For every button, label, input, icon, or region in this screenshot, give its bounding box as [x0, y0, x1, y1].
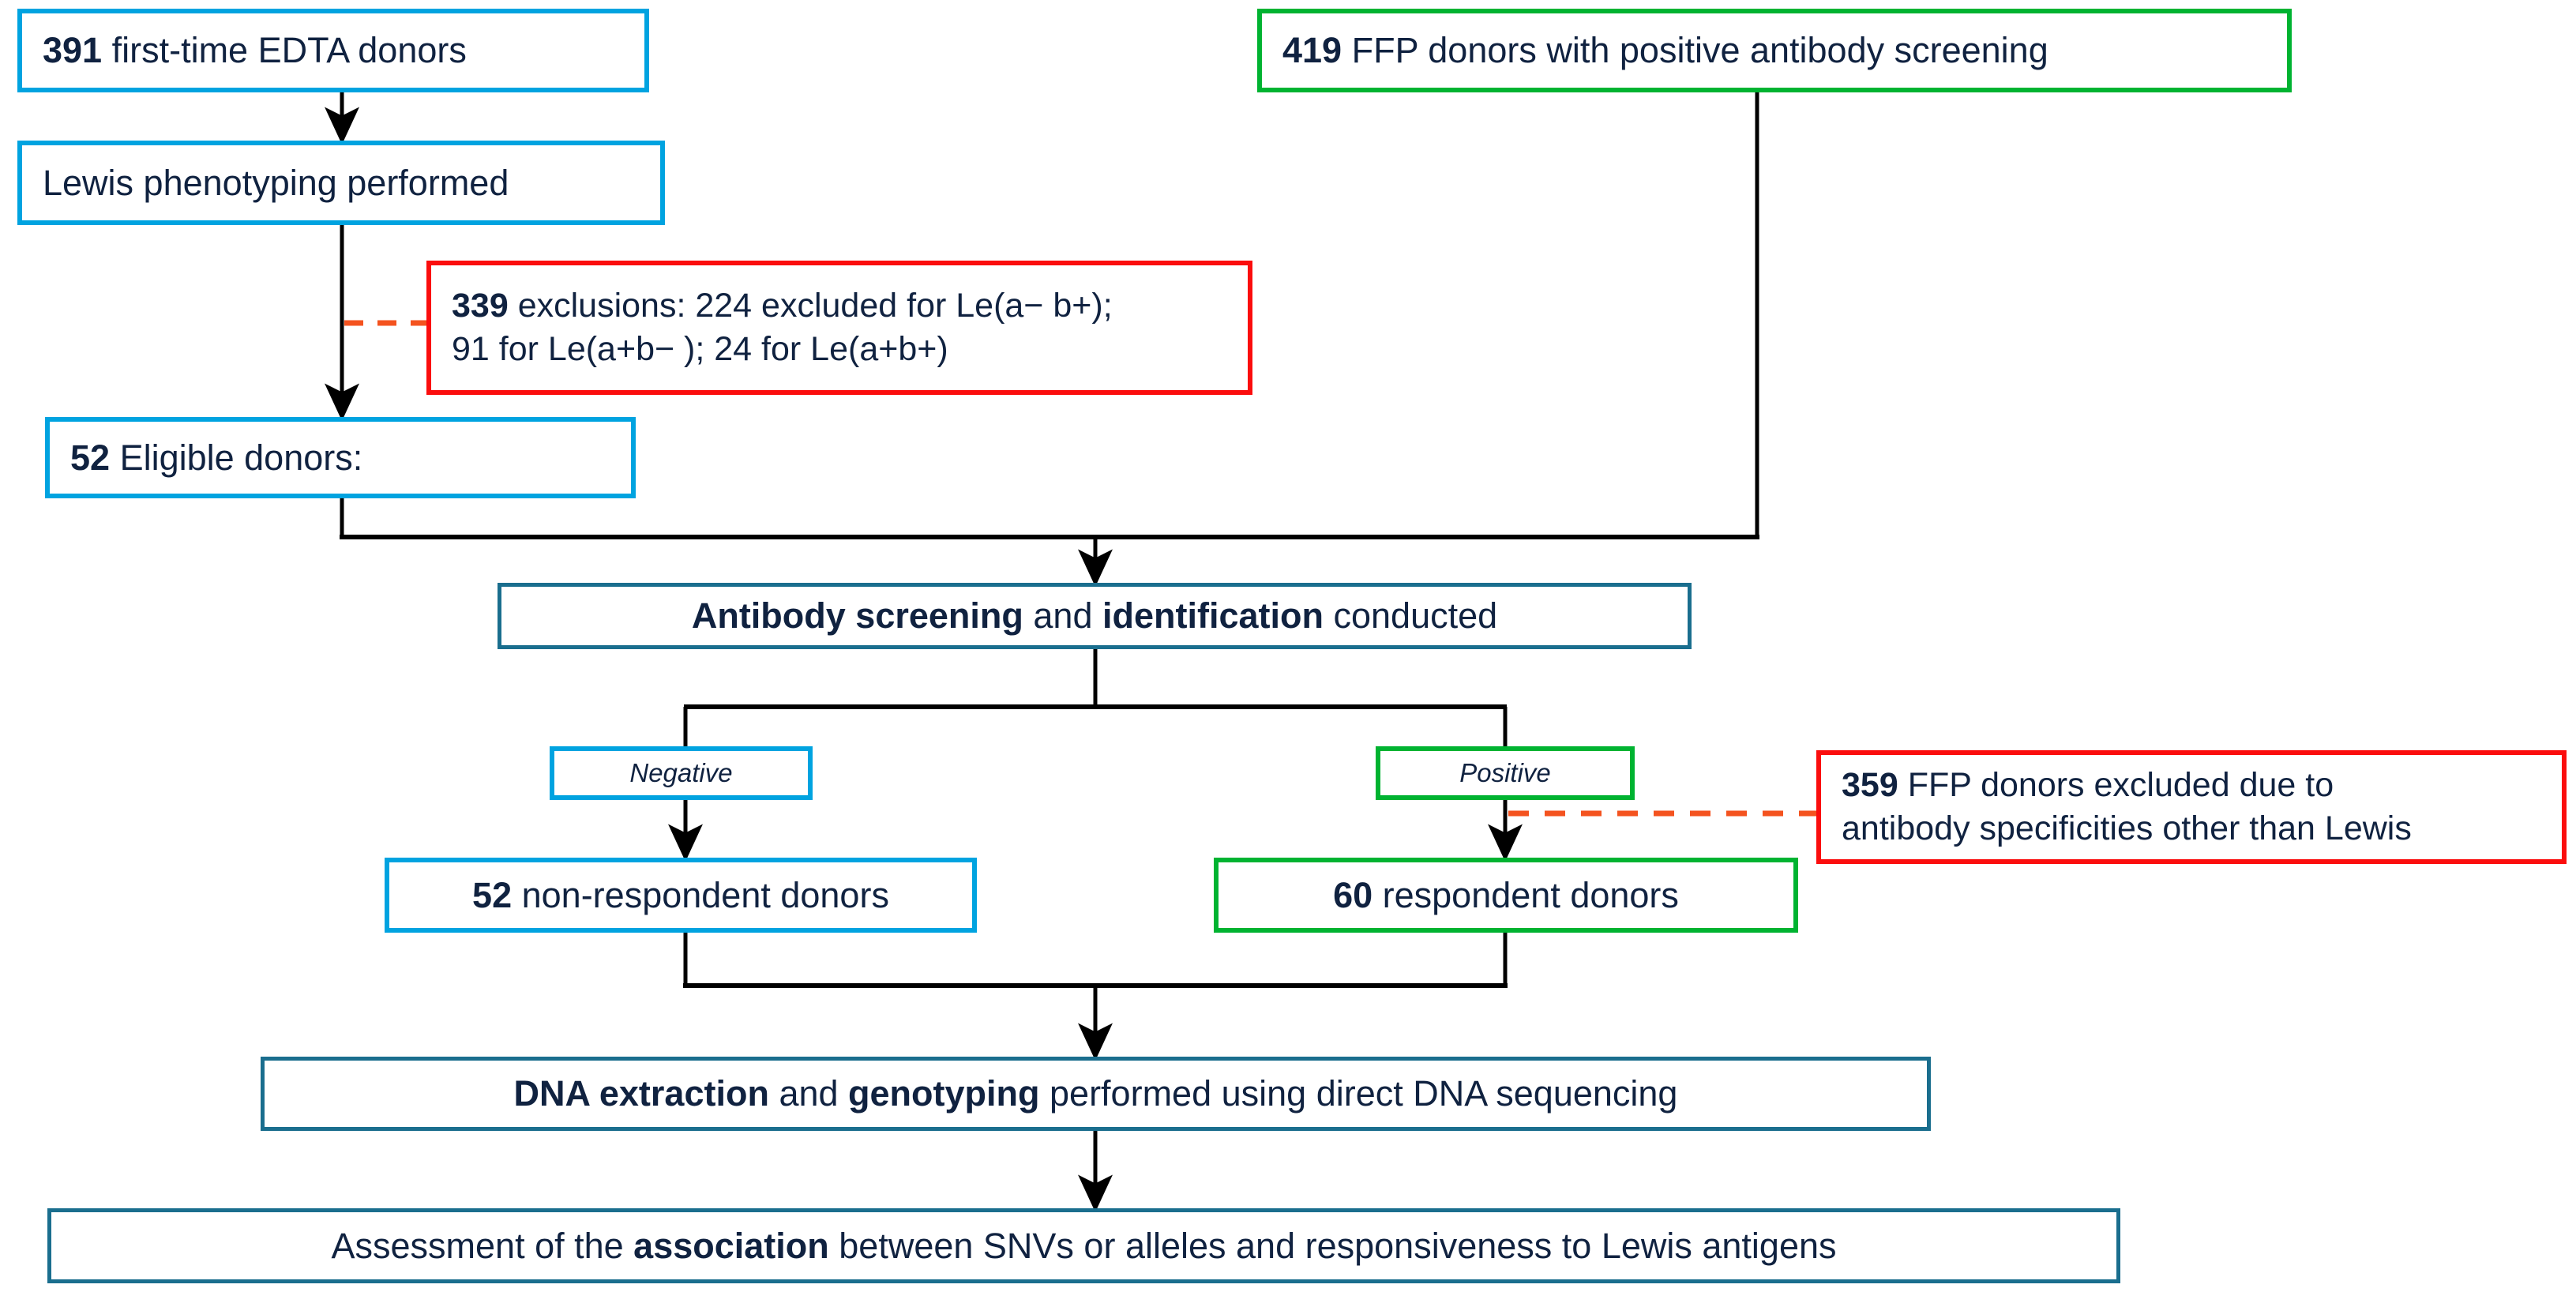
ffp-excluded-count: 359 [1842, 765, 1898, 804]
ffp-donors-label: FFP donors with positive antibody screen… [1342, 30, 2048, 71]
ffp-excluded-text: 359 FFP donors excluded due to antibody s… [1842, 764, 2541, 851]
non-respondent-text: 52 non-respondent donors [407, 873, 955, 918]
node-lewis-phenotyping[interactable]: Lewis phenotyping performed [17, 141, 665, 225]
dna-extraction-bold1: DNA extraction [513, 1073, 769, 1114]
ffp-excluded-line1: FFP donors excluded due to [1898, 765, 2334, 804]
assessment-pre: Assessment of the [331, 1225, 634, 1266]
antibody-screening-bold1: Antibody screening [691, 595, 1023, 637]
eligible-donors-count: 52 [70, 437, 111, 478]
node-respondent-donors[interactable]: 60 respondent donors [1214, 858, 1798, 933]
node-eligible-donors[interactable]: 52 Eligible donors: [45, 417, 636, 498]
exclusions-count: 339 [452, 286, 509, 325]
node-positive-label[interactable]: Positive [1376, 746, 1635, 800]
dna-extraction-tail: performed using direct DNA sequencing [1039, 1073, 1678, 1114]
negative-label-text: Negative [629, 757, 733, 787]
node-ffp-donors[interactable]: 419 FFP donors with positive antibody sc… [1257, 9, 2292, 92]
node-edta-donors[interactable]: 391 first-time EDTA donors [17, 9, 649, 92]
positive-label-text: Positive [1459, 757, 1551, 787]
node-exclusions[interactable]: 339 exclusions: 224 excluded for Le(a− b… [426, 261, 1252, 395]
ffp-donors-count: 419 [1282, 30, 1342, 71]
respondent-text: 60 respondent donors [1236, 873, 1776, 918]
assessment-tail: between SNVs or alleles and responsivene… [828, 1225, 1837, 1266]
antibody-screening-bold2: identification [1102, 595, 1324, 637]
non-respondent-label: non-respondent donors [512, 874, 889, 915]
dna-extraction-text: DNA extraction and genotyping performed … [282, 1071, 1909, 1117]
edta-donors-text: 391 first-time EDTA donors [43, 28, 624, 73]
respondent-label: respondent donors [1372, 874, 1679, 915]
dna-extraction-mid: and [768, 1073, 849, 1114]
node-dna-extraction[interactable]: DNA extraction and genotyping performed … [261, 1057, 1931, 1131]
exclusions-text: 339 exclusions: 224 excluded for Le(a− b… [452, 284, 1227, 371]
non-respondent-count: 52 [472, 874, 513, 915]
node-ffp-excluded[interactable]: 359 FFP donors excluded due to antibody s… [1816, 750, 2567, 864]
ffp-excluded-line2: antibody specificities other than Lewis [1842, 809, 2412, 847]
antibody-screening-text: Antibody screening and identification co… [519, 593, 1670, 639]
respondent-count: 60 [1333, 874, 1373, 915]
edta-donors-label: first-time EDTA donors [102, 30, 467, 71]
node-non-respondent-donors[interactable]: 52 non-respondent donors [385, 858, 977, 933]
node-negative-label[interactable]: Negative [550, 746, 813, 800]
node-assessment[interactable]: Assessment of the association between SN… [47, 1208, 2120, 1283]
edta-donors-count: 391 [43, 30, 103, 71]
lewis-phenotyping-label: Lewis phenotyping performed [43, 162, 509, 203]
eligible-donors-label: Eligible donors: [110, 437, 363, 478]
assessment-bold1: association [633, 1225, 829, 1266]
assessment-text: Assessment of the association between SN… [69, 1223, 2099, 1269]
dna-extraction-bold2: genotyping [848, 1073, 1040, 1114]
antibody-screening-tail: conducted [1323, 595, 1498, 637]
node-antibody-screening[interactable]: Antibody screening and identification co… [498, 583, 1692, 649]
ffp-donors-text: 419 FFP donors with positive antibody sc… [1282, 28, 2266, 73]
antibody-screening-mid: and [1023, 595, 1102, 637]
exclusions-line1: exclusions: 224 excluded for Le(a− b+); [508, 286, 1113, 325]
eligible-donors-text: 52 Eligible donors: [70, 435, 610, 481]
exclusions-line2: 91 for Le(a+b− ); 24 for Le(a+b+) [452, 330, 948, 368]
